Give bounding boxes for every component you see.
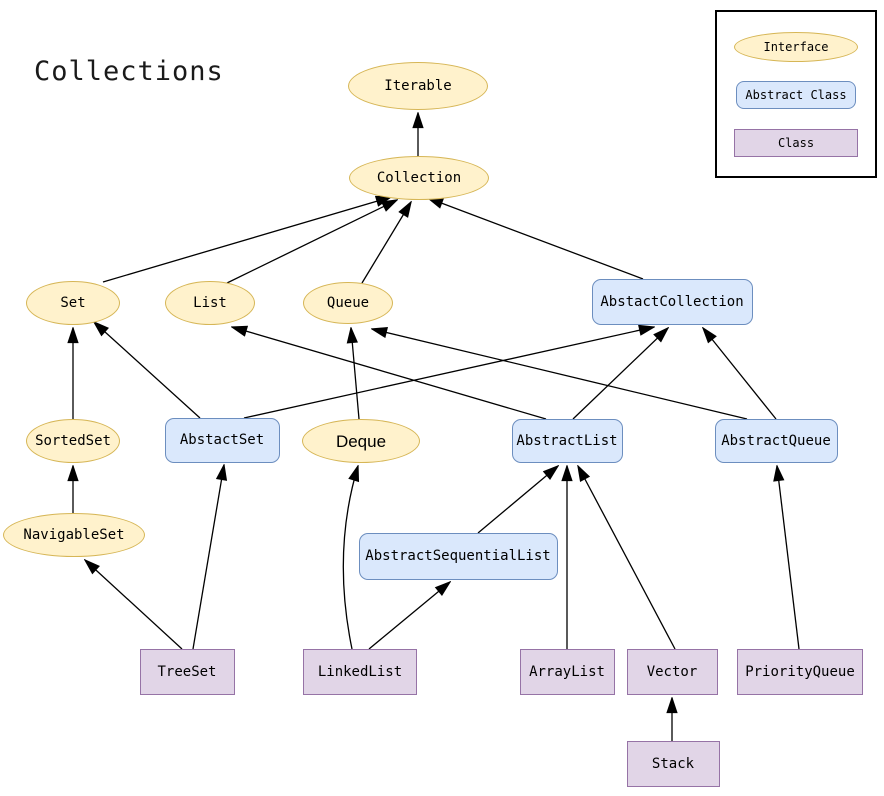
node-vector[interactable]: Vector xyxy=(626,649,718,695)
edge-list-collection xyxy=(226,200,397,284)
page-title: Collections xyxy=(34,56,224,87)
node-label: Set xyxy=(60,295,86,311)
edge-queue-collection xyxy=(361,202,411,284)
node-abstactset[interactable]: AbstactSet xyxy=(164,417,280,463)
node-label: Deque xyxy=(335,431,387,451)
legend-interface-shape: Interface xyxy=(734,31,858,62)
node-list[interactable]: List xyxy=(165,281,255,325)
edge-abstractqueue-queue xyxy=(372,329,748,420)
edge-abstactcollection-collection xyxy=(428,198,644,280)
edge-set-collection xyxy=(102,197,391,283)
node-label: AbstactCollection xyxy=(600,294,744,310)
node-label: Iterable xyxy=(384,78,452,94)
legend-abstract-class-shape: Abstract Class xyxy=(736,81,856,109)
node-treeset[interactable]: TreeSet xyxy=(139,649,235,695)
edge-abstractqueue-abstactcollection xyxy=(703,328,777,420)
node-label: Collection xyxy=(376,170,462,186)
node-stack[interactable]: Stack xyxy=(626,741,720,787)
node-label: PriorityQueue xyxy=(745,664,855,680)
edge-treeset-navigableset xyxy=(85,560,183,650)
node-navigableset[interactable]: NavigableSet xyxy=(3,513,145,557)
legend-class-label: Class xyxy=(777,135,815,150)
node-label: SortedSet xyxy=(35,433,111,449)
node-label: TreeSet xyxy=(157,664,217,680)
node-label: NavigableSet xyxy=(23,527,125,543)
legend-interface-label: Interface xyxy=(763,39,829,54)
edge-abstractlist-abstactcollection xyxy=(572,328,668,420)
node-abstractlist[interactable]: AbstractList xyxy=(511,419,623,463)
edge-linkedlist-abstractsequentiallist xyxy=(368,582,450,650)
node-label: AbstractList xyxy=(516,433,618,449)
node-label: AbstractSequentialList xyxy=(365,548,551,564)
node-label: Queue xyxy=(326,295,370,311)
node-iterable[interactable]: Iterable xyxy=(348,62,488,110)
node-label: AbstractQueue xyxy=(721,433,831,449)
node-sortedset[interactable]: SortedSet xyxy=(26,419,120,463)
node-label: AbstactSet xyxy=(179,432,265,448)
edge-abstractsequentiallist-abstractlist xyxy=(477,466,558,534)
node-deque[interactable]: Deque xyxy=(302,419,420,463)
node-label: List xyxy=(193,295,227,311)
node-collection[interactable]: Collection xyxy=(349,156,489,200)
node-label: Stack xyxy=(651,756,695,772)
node-abstractqueue[interactable]: AbstractQueue xyxy=(714,419,838,463)
edge-deque-queue xyxy=(351,328,360,420)
edge-linkedlist-deque xyxy=(342,466,358,650)
edge-abstactset-abstactcollection xyxy=(243,327,654,419)
node-label: Vector xyxy=(646,664,698,680)
edge-abstactset-set xyxy=(94,322,201,419)
node-set[interactable]: Set xyxy=(26,281,120,325)
legend: Interface Abstract Class Class xyxy=(715,10,877,178)
node-linkedlist[interactable]: LinkedList xyxy=(303,649,417,695)
node-priorityqueue[interactable]: PriorityQueue xyxy=(737,649,863,695)
edge-vector-abstractlist xyxy=(578,466,676,650)
legend-class-shape: Class xyxy=(734,128,858,157)
node-abstractsequentiallist[interactable]: AbstractSequentialList xyxy=(358,532,558,580)
node-label: LinkedList xyxy=(317,664,403,680)
node-label: ArrayList xyxy=(529,664,605,680)
edge-treeset-abstactset xyxy=(192,465,224,650)
node-queue[interactable]: Queue xyxy=(303,282,393,324)
legend-abstract-class-label: Abstract Class xyxy=(745,88,847,102)
node-arraylist[interactable]: ArrayList xyxy=(519,649,615,695)
edge-abstractlist-list xyxy=(232,327,547,420)
edge-priorityqueue-abstractqueue xyxy=(777,466,800,650)
node-abstactcollection[interactable]: AbstactCollection xyxy=(591,279,753,325)
